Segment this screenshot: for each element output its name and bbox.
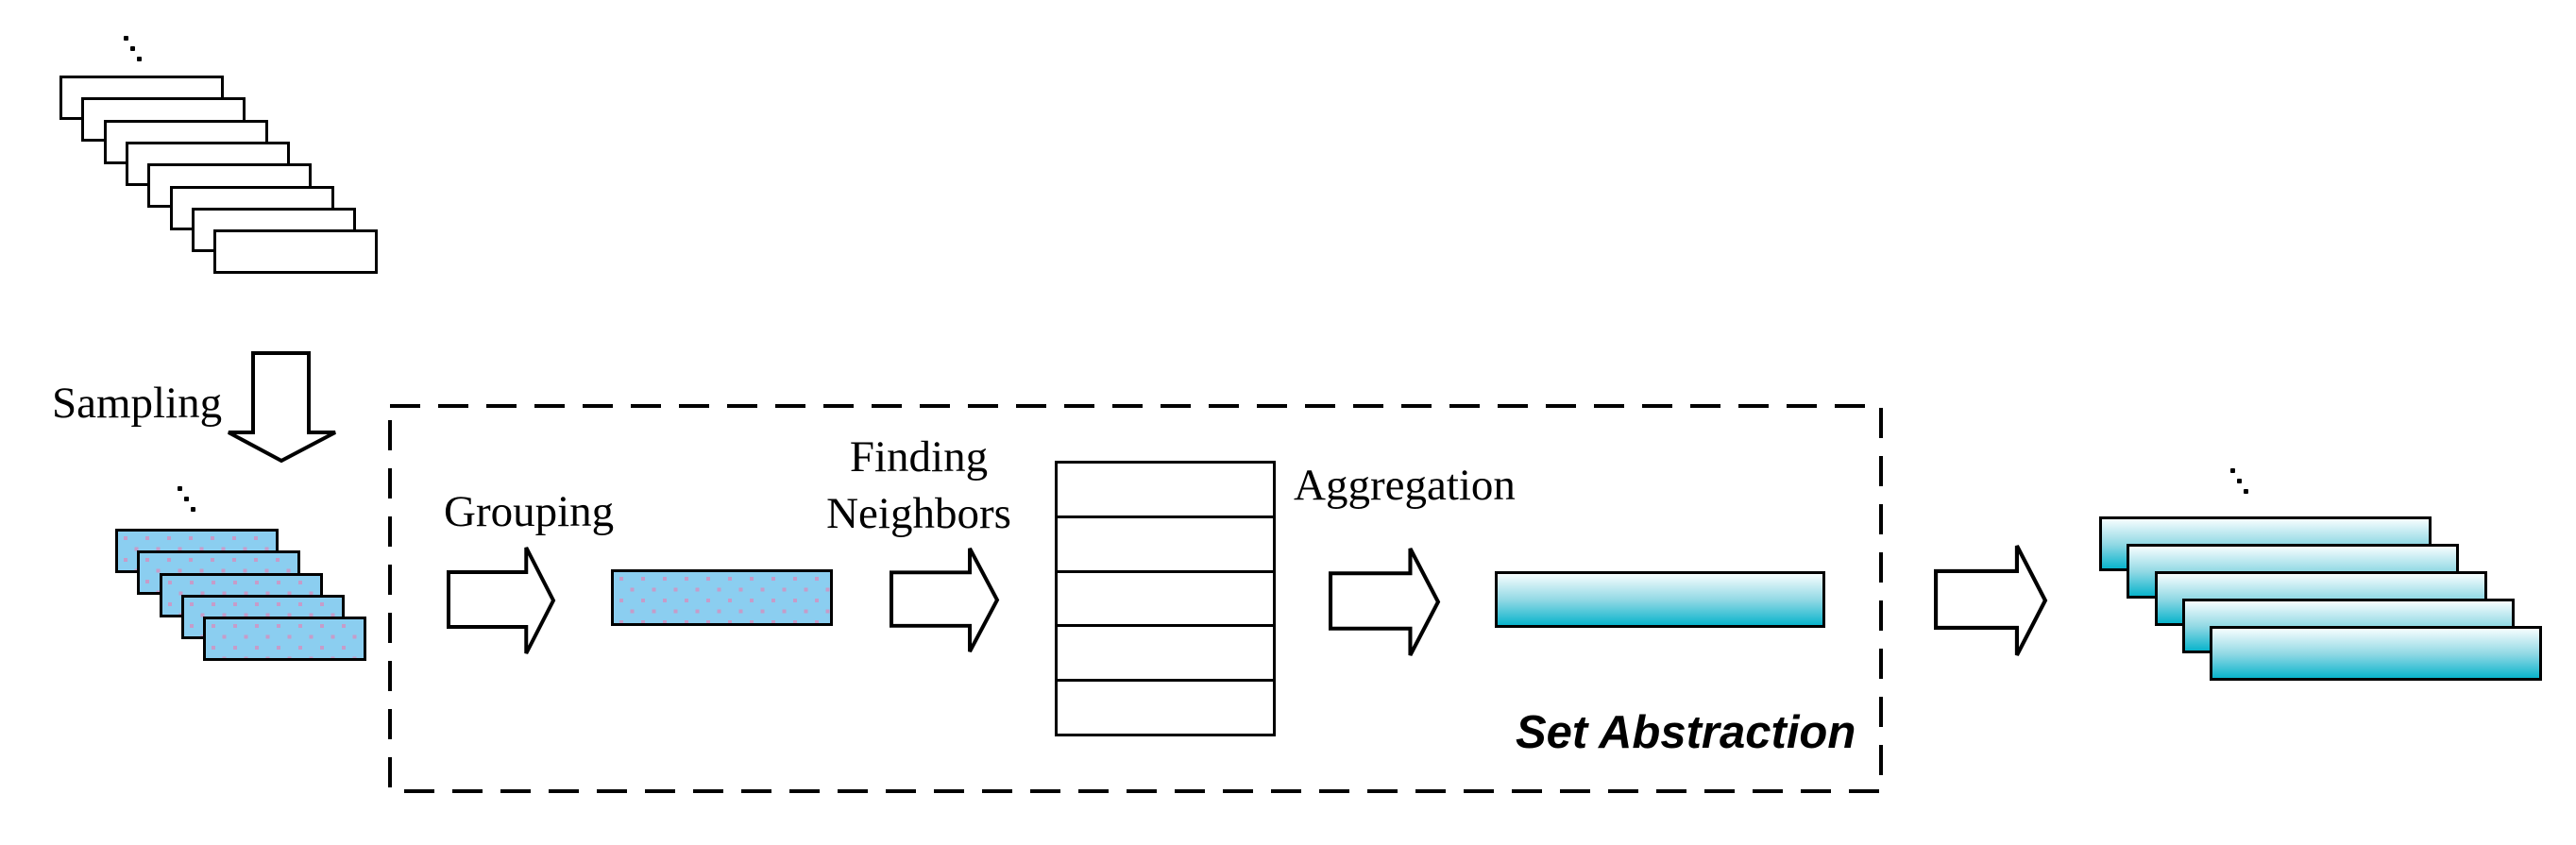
table-row: [1058, 572, 1273, 628]
table-row: [1058, 627, 1273, 683]
input-stack-rect: [213, 229, 379, 275]
dot: [191, 507, 195, 512]
aggregation-arrow-icon: [1329, 548, 1441, 656]
dot: [2237, 479, 2242, 483]
table-row: [1058, 682, 1273, 734]
finding-neighbors-arrow-icon: [890, 548, 1000, 652]
dot: [2244, 489, 2248, 494]
table-row-highlighted: [1058, 464, 1273, 518]
ellipsis-icon: [124, 36, 144, 64]
set-abstraction-label: Set Abstraction: [1516, 707, 1856, 758]
dot: [130, 46, 135, 51]
ellipsis-icon: [2230, 468, 2251, 497]
ellipsis-icon: [178, 486, 198, 515]
dot: [178, 486, 182, 491]
dot: [2230, 468, 2235, 473]
neighbor-table: [1055, 461, 1276, 736]
aggregation-label: Aggregation: [1294, 461, 1516, 510]
dot: [184, 497, 189, 501]
dot: [124, 36, 128, 41]
grouping-label: Grouping: [444, 487, 615, 536]
set-abstraction-box: [388, 404, 1883, 793]
sampling-down-arrow-icon: [228, 351, 336, 464]
table-row: [1058, 517, 1273, 573]
grouping-arrow-icon: [447, 547, 556, 654]
grouped-points-rect: [611, 569, 833, 626]
sampled-stack-rect: [203, 617, 367, 662]
sampling-label: Sampling: [52, 379, 223, 428]
finding-neighbors-label: Finding Neighbors: [795, 429, 1042, 542]
output-arrow-icon: [1934, 545, 2048, 656]
aggregated-feature-rect: [1495, 571, 1825, 628]
output-stack-rect: [2210, 626, 2543, 681]
dot: [137, 57, 142, 61]
finding-neighbors-line1: Finding: [849, 432, 989, 482]
finding-neighbors-line2: Neighbors: [826, 489, 1011, 538]
